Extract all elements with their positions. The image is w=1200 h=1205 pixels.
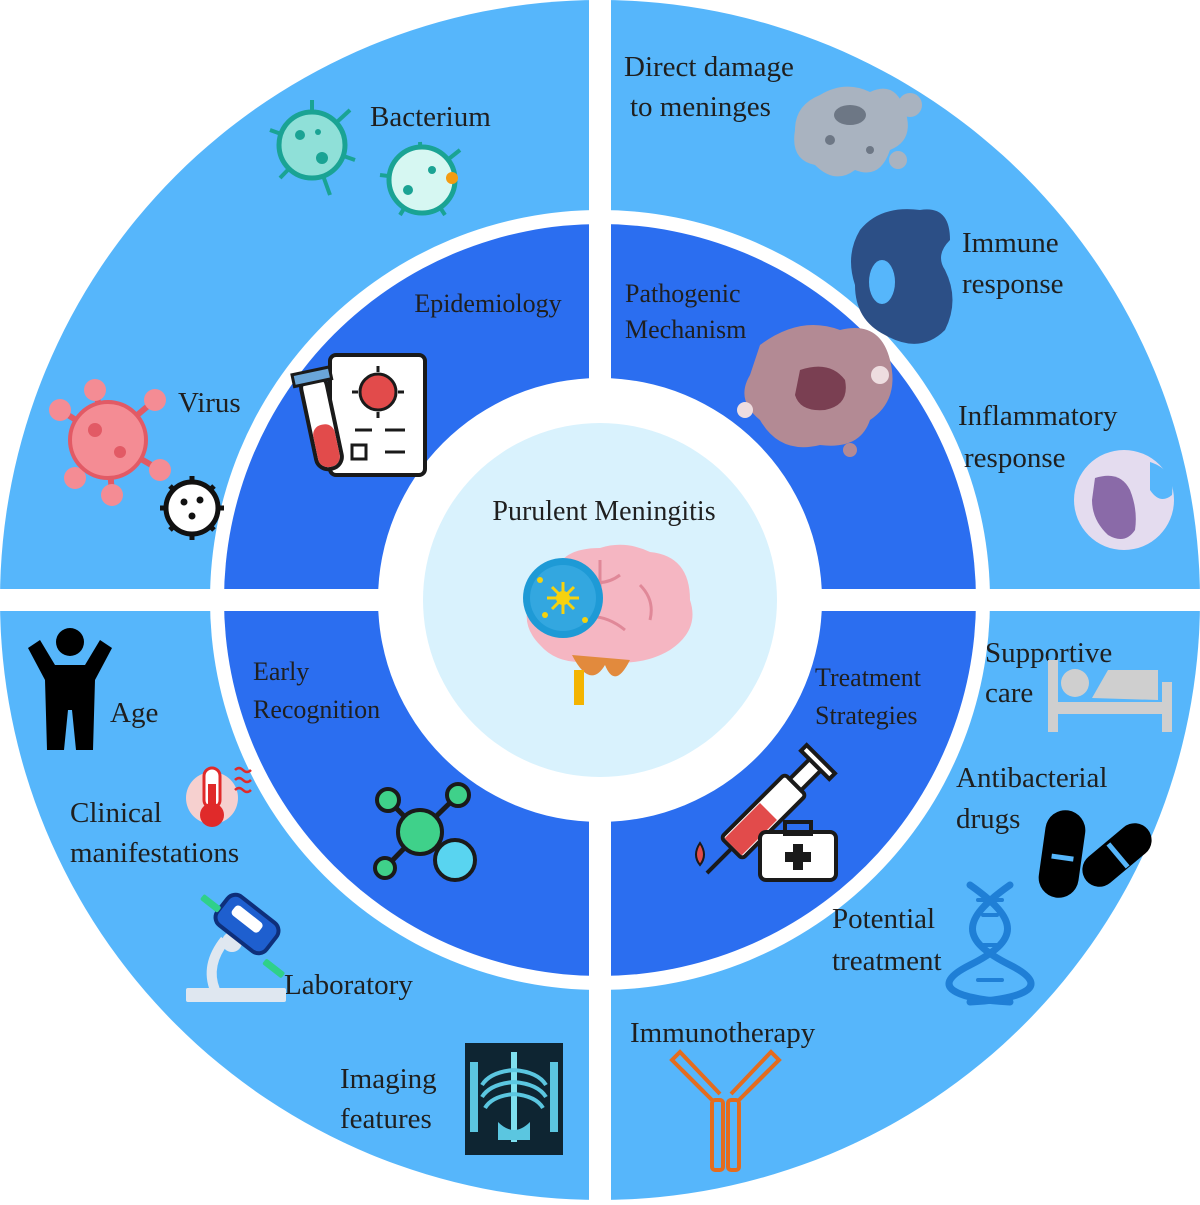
early-recognition-title-line-1: Early xyxy=(253,657,309,686)
immune-response-label-line-2: response xyxy=(962,268,1063,300)
clinical-label-line-1: Clinical xyxy=(70,797,162,829)
direct-damage-label-line-1: Direct damage xyxy=(624,51,794,83)
laboratory-label: Laboratory xyxy=(284,969,413,1001)
thermometer-icon xyxy=(186,766,252,827)
hospital-bed-icon xyxy=(1048,660,1172,732)
pathogenic-title-line-2: Mechanism xyxy=(625,315,746,344)
meninges-cells-icon xyxy=(794,86,922,177)
treatment-title-line-2: Strategies xyxy=(815,701,918,730)
bacterium-label: Bacterium xyxy=(370,101,491,133)
inflammatory-label-line-1: Inflammatory xyxy=(958,400,1118,432)
macrophage-icon xyxy=(851,209,953,344)
child-icon xyxy=(28,628,112,750)
imaging-label-line-1: Imaging xyxy=(340,1063,437,1095)
microscope-icon xyxy=(186,892,286,1002)
syringe-medkit-icon xyxy=(695,742,838,882)
virus-icon xyxy=(49,379,224,540)
divider-right xyxy=(820,589,1200,611)
capsule-icon xyxy=(1038,810,1152,898)
clinical-label-line-2: manifestations xyxy=(70,837,239,869)
supportive-label-line-2: care xyxy=(985,677,1033,709)
early-recognition-title-line-2: Recognition xyxy=(253,695,380,724)
divider-bottom xyxy=(589,820,611,1200)
center-title: Purulent Meningitis xyxy=(492,496,715,527)
antibacterial-label-line-1: Antibacterial xyxy=(956,762,1107,794)
epidemiology-title: Epidemiology xyxy=(414,289,561,318)
brain-bacteria-icon xyxy=(523,544,693,705)
divider-left xyxy=(0,589,380,611)
dna-icon xyxy=(945,881,1035,1006)
divider-top xyxy=(589,0,611,380)
imaging-label-line-2: features xyxy=(340,1103,432,1135)
potential-label-line-1: Potential xyxy=(832,903,935,935)
potential-label-line-2: treatment xyxy=(832,945,942,977)
xray-icon xyxy=(465,1043,563,1155)
pathogenic-title-line-1: Pathogenic xyxy=(625,279,741,308)
lab-report-icon xyxy=(290,353,427,477)
antibacterial-label-line-2: drugs xyxy=(956,803,1020,835)
damaged-cell-icon xyxy=(737,325,893,457)
bacterium-icon xyxy=(269,100,462,217)
virus-label: Virus xyxy=(178,387,241,419)
neutrophil-icon xyxy=(1074,450,1174,550)
inflammatory-label-line-2: response xyxy=(964,442,1065,474)
molecule-icon xyxy=(373,782,477,882)
immunotherapy-label: Immunotherapy xyxy=(630,1017,816,1049)
age-label: Age xyxy=(110,697,158,729)
antibody-icon xyxy=(669,1049,782,1172)
immune-response-label-line-1: Immune xyxy=(962,227,1059,259)
treatment-title-line-1: Treatment xyxy=(815,663,922,692)
direct-damage-label-line-2: to meninges xyxy=(630,91,771,123)
